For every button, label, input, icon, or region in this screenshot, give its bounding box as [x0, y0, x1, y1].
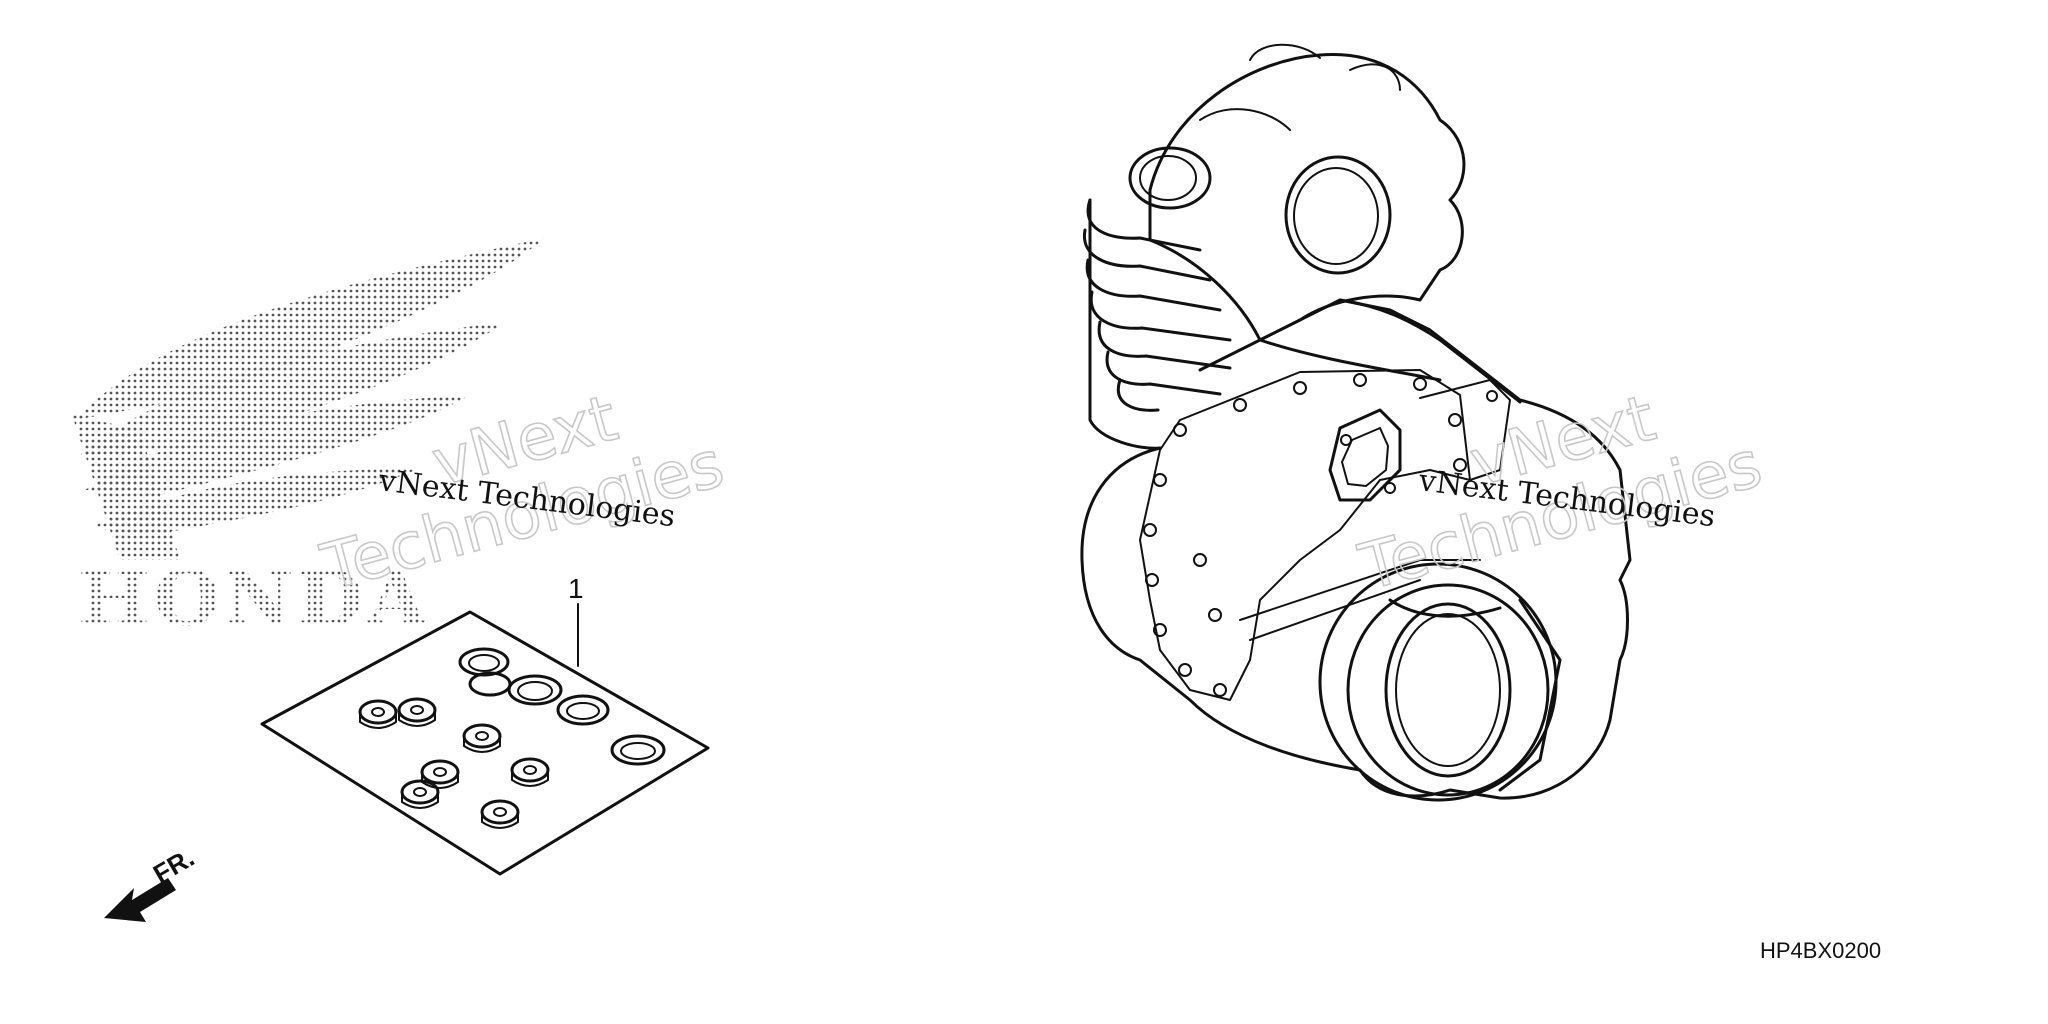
- gasket-sheet: [260, 610, 710, 876]
- o-ring: [610, 734, 666, 766]
- head-port-left: [1128, 146, 1212, 210]
- honda-wordmark: HONDA: [78, 554, 430, 643]
- seal-washer: [510, 757, 550, 787]
- front-direction-indicator: FR.: [104, 842, 199, 922]
- seal-washer: [397, 697, 437, 727]
- seal-washer: [400, 779, 440, 809]
- seal-washer: [358, 699, 398, 729]
- bolt-holes: [1143, 373, 1467, 697]
- head-port-right: [1284, 155, 1392, 275]
- wing-feather-1: [75, 238, 545, 420]
- wing-feather-4: [90, 468, 420, 535]
- engine-illustration: [1080, 43, 1632, 802]
- case-gasket: [1139, 369, 1471, 701]
- seal-washer: [462, 723, 502, 753]
- watermark-right: vNext Technologies vNext Technologies: [1351, 381, 1770, 607]
- o-ring: [507, 674, 563, 706]
- figure-code: HP4BX0200: [1760, 938, 1881, 963]
- round-cover: [1318, 562, 1562, 802]
- seal-washer: [420, 759, 460, 789]
- head-cover: [1148, 52, 1466, 342]
- cylinder-fins: [1083, 198, 1232, 450]
- wing-feather-3: [85, 395, 470, 495]
- front-arrow-icon: [104, 878, 176, 922]
- o-ring: [468, 671, 512, 697]
- wing-body: [72, 415, 180, 560]
- crankcase: [1080, 298, 1632, 800]
- seal-washer: [480, 799, 520, 829]
- honda-wing-logo: HONDA: [72, 238, 545, 643]
- callout-number: 1: [568, 573, 584, 604]
- wing-feather-2: [80, 322, 505, 455]
- o-ring: [458, 647, 510, 677]
- gasket-kit-illustration: 1: [260, 573, 710, 876]
- o-ring: [556, 694, 610, 726]
- front-label: FR.: [148, 842, 199, 889]
